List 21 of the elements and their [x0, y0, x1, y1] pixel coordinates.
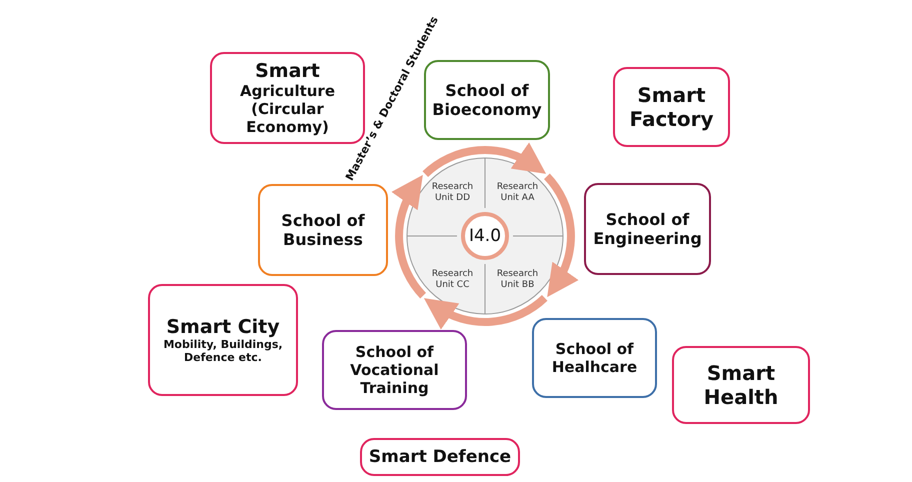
quadrant-label: Research Unit BB — [493, 266, 542, 293]
text-box: School of Engineering — [584, 183, 711, 275]
text-box: Smart Defence — [360, 438, 520, 476]
box-heading: Smart — [255, 60, 320, 82]
text-box: Smart Health — [672, 346, 810, 424]
circular-arrow — [422, 142, 547, 178]
quadrant-label: Research Unit AA — [493, 179, 542, 206]
circular-arrow — [423, 294, 548, 330]
box-subtitle: Mobility, Buildings, Defence etc. — [162, 338, 284, 364]
circular-arrow — [392, 174, 426, 298]
text-box — [148, 284, 298, 396]
box-subtitle: Agriculture (Circular Economy) — [238, 82, 336, 136]
text-box: School of Business — [258, 184, 388, 276]
text-box: School of Vocational Training — [322, 330, 467, 410]
quadrant-label: Research Unit CC — [428, 266, 477, 293]
text-box: School of Bioeconomy — [424, 60, 550, 140]
box-heading: Smart City — [166, 316, 280, 338]
text-box: Smart Factory — [613, 67, 730, 147]
circular-arrow — [544, 174, 578, 298]
text-box: School of Healhcare — [532, 318, 657, 398]
quadrant-label: Research Unit DD — [428, 179, 477, 206]
